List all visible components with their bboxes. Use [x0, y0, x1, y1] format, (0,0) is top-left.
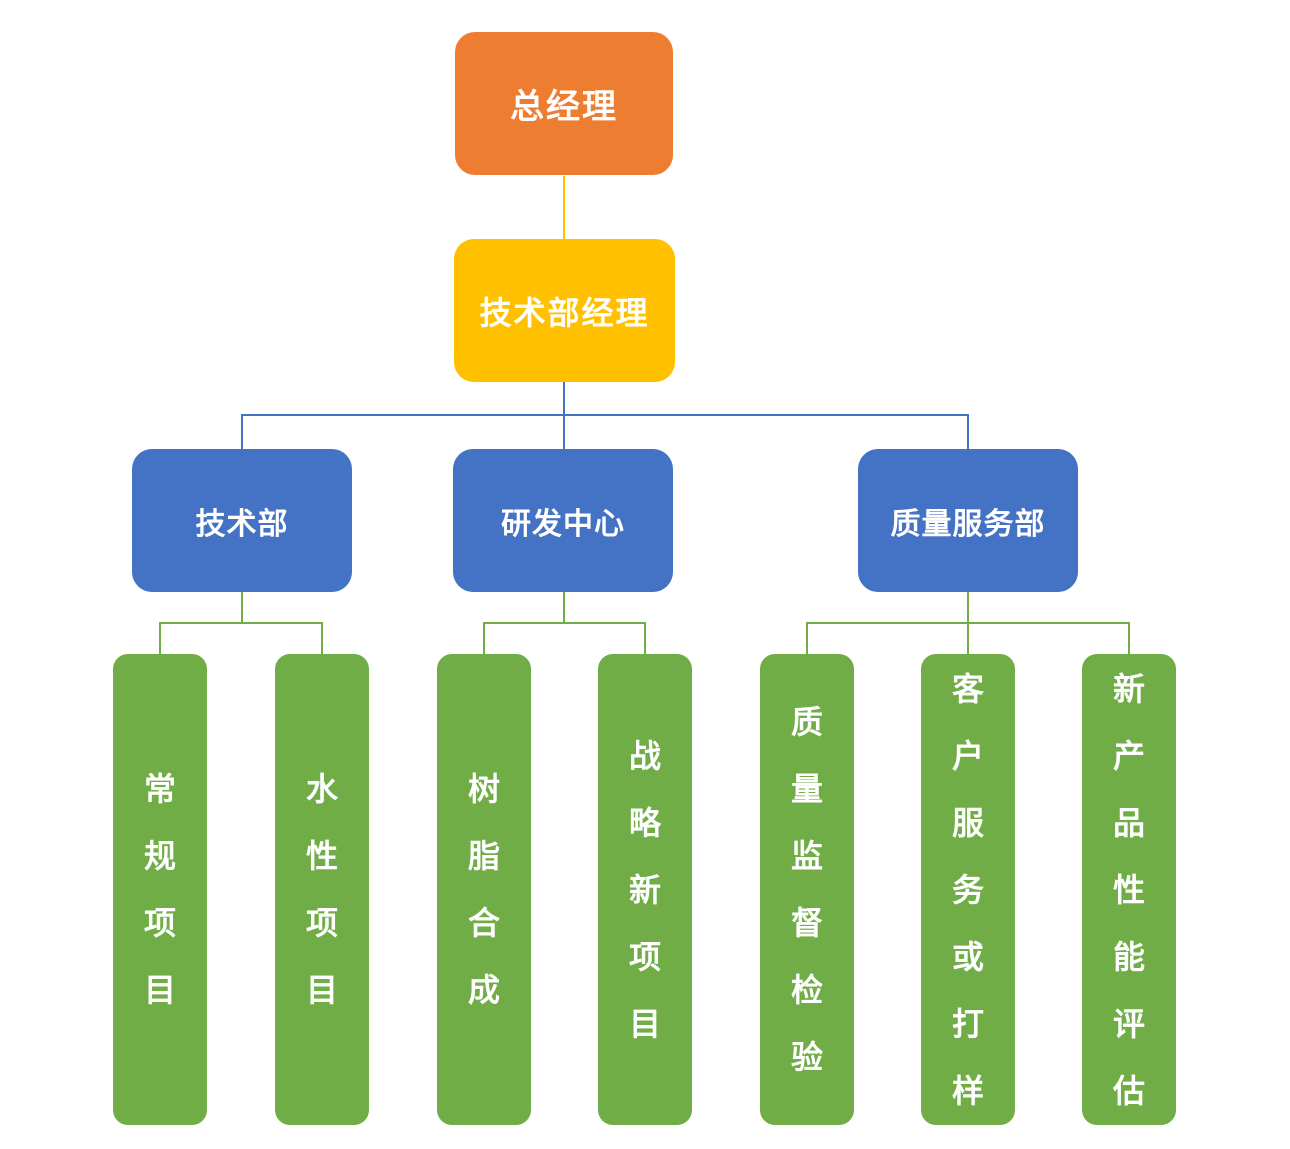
node-label: 树脂合成: [467, 771, 500, 1008]
node-tech-dept-manager: 技术部经理: [454, 239, 675, 382]
node-label: 总经理: [510, 88, 618, 126]
node-new-product-performance-evaluation: 新产品性能评估: [1082, 654, 1176, 1125]
connector-drop-tech-dept: [241, 414, 243, 449]
node-quality-supervision-inspection: 质量监督检验: [760, 654, 854, 1125]
node-resin-synthesis: 树脂合成: [437, 654, 531, 1125]
connector-departments-hbar: [241, 414, 969, 416]
node-label: 水性项目: [305, 771, 338, 1008]
connector-drop-new-product-evaluation: [1128, 622, 1130, 654]
node-label: 技术部经理: [479, 294, 650, 331]
node-label: 质量服务部: [890, 507, 1046, 541]
node-general-manager: 总经理: [455, 32, 673, 175]
connector-root-to-manager: [563, 176, 565, 239]
node-label: 技术部: [195, 507, 289, 541]
connector-drop-quality-service-dept: [967, 414, 969, 449]
connector-quality-service-hbar: [806, 622, 1130, 624]
connector-rd-center-trunk: [563, 592, 565, 623]
node-regular-projects: 常规项目: [113, 654, 207, 1125]
connector-tech-dept-hbar: [159, 622, 323, 624]
node-label: 常规项目: [143, 771, 176, 1008]
node-waterborne-projects: 水性项目: [275, 654, 369, 1125]
node-label: 质量监督检验: [790, 704, 823, 1075]
connector-rd-center-hbar: [483, 622, 646, 624]
node-label: 新产品性能评估: [1112, 670, 1145, 1109]
connector-drop-strategic-new-projects: [644, 622, 646, 654]
node-strategic-new-projects: 战略新项目: [598, 654, 692, 1125]
connector-drop-rd-center: [563, 414, 565, 449]
node-label: 研发中心: [501, 507, 625, 541]
connector-tech-dept-trunk: [241, 592, 243, 623]
connector-drop-regular-projects: [159, 622, 161, 654]
node-rd-center: 研发中心: [453, 449, 673, 592]
connector-manager-trunk: [563, 382, 565, 416]
connector-drop-resin-synthesis: [483, 622, 485, 654]
node-tech-dept: 技术部: [132, 449, 352, 592]
connector-drop-quality-supervision: [806, 622, 808, 654]
node-label: 客户服务或打样: [951, 670, 984, 1109]
connector-drop-waterborne-projects: [321, 622, 323, 654]
node-label: 战略新项目: [628, 737, 661, 1042]
node-quality-service-dept: 质量服务部: [858, 449, 1078, 592]
node-customer-service-or-sampling: 客户服务或打样: [921, 654, 1015, 1125]
